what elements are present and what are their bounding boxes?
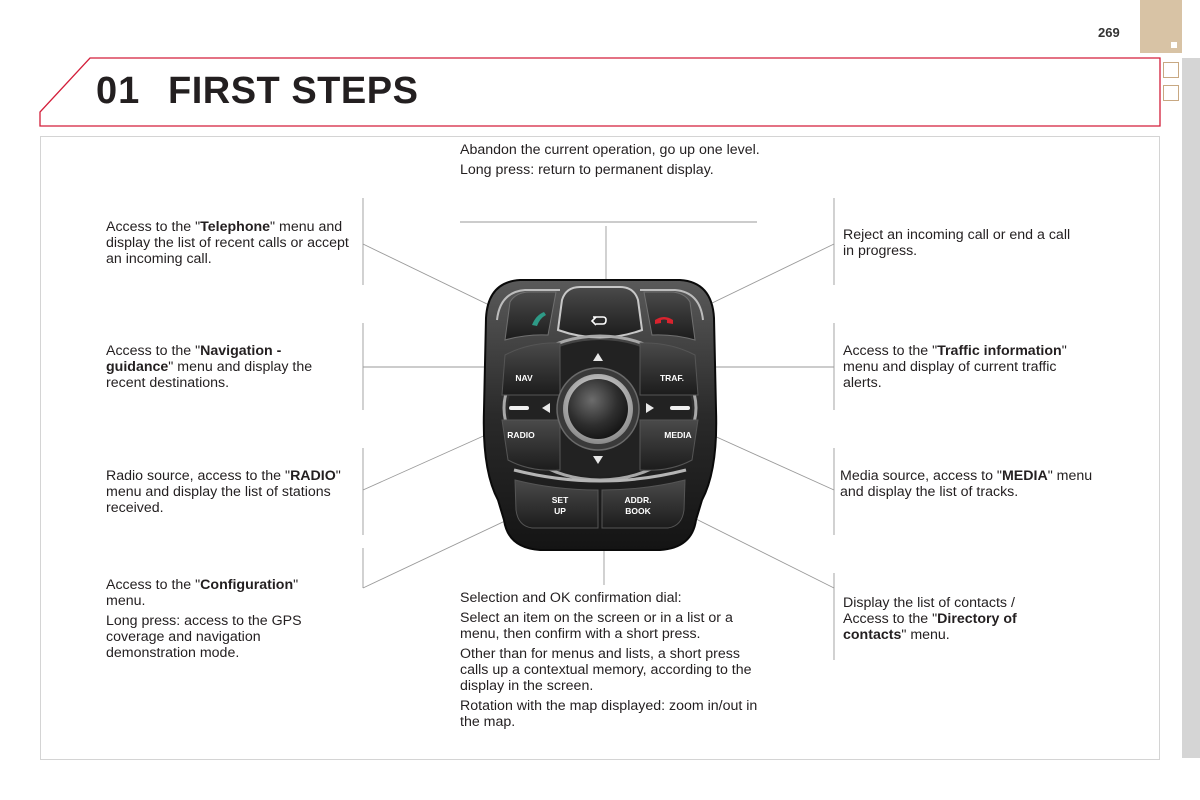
dial-description-line3: Other than for menus and lists, a short … (460, 646, 765, 694)
media-text-pre: Media source, access to " (840, 468, 1002, 484)
setup-label-line2: UP (554, 506, 566, 516)
reject-description: Reject an incoming call or end a call in… (843, 227, 1083, 259)
traffic-description: Access to the "Traffic information" menu… (843, 343, 1098, 391)
telephone-text-bold: Telephone (200, 219, 270, 235)
call-button[interactable] (505, 292, 556, 340)
back-description-line1: Abandon the current operation, go up one… (460, 142, 760, 158)
configuration-description: Access to the "Configuration" menu. Long… (106, 577, 336, 665)
contacts-text-post: " menu. (901, 627, 949, 643)
dial-description-line1: Selection and OK confirmation dial: (460, 590, 765, 606)
back-button[interactable] (558, 287, 642, 338)
contacts-description: Display the list of contacts / Access to… (843, 595, 1058, 643)
configuration-text-pre: Access to the " (106, 577, 200, 593)
back-description-line2: Long press: return to permanent display. (460, 162, 760, 178)
dial-description-line2: Select an item on the screen or in a lis… (460, 610, 765, 642)
media-text-bold: MEDIA (1002, 468, 1048, 484)
left-dash (509, 406, 529, 410)
radio-text-pre: Radio source, access to the " (106, 468, 290, 484)
nav-label: NAV (515, 373, 533, 383)
ok-dial[interactable] (557, 368, 639, 450)
navigation-description: Access to the "Navigation - guidance" me… (106, 343, 351, 391)
back-description: Abandon the current operation, go up one… (460, 142, 760, 182)
right-dash (670, 406, 690, 410)
traffic-text-pre: Access to the " (843, 343, 937, 359)
hangup-button[interactable] (644, 292, 695, 340)
address-book-label-line2: BOOK (625, 506, 651, 516)
traffic-text-bold: Traffic information (937, 343, 1062, 359)
telephone-text-pre: Access to the " (106, 219, 200, 235)
setup-label-line1: SET (552, 495, 569, 505)
radio-text-bold: RADIO (290, 468, 336, 484)
dial-description: Selection and OK confirmation dial: Sele… (460, 590, 765, 734)
radio-description: Radio source, access to the "RADIO" menu… (106, 468, 356, 516)
configuration-text-bold: Configuration (200, 577, 293, 593)
navigation-text-pre: Access to the " (106, 343, 200, 359)
dial-description-line4: Rotation with the map displayed: zoom in… (460, 698, 765, 730)
traffic-label: TRAF. (660, 373, 684, 383)
media-description: Media source, access to "MEDIA" menu and… (840, 468, 1095, 500)
configuration-longpress: Long press: access to the GPS coverage a… (106, 613, 336, 661)
address-book-label-line1: ADDR. (625, 495, 652, 505)
radio-label: RADIO (507, 430, 535, 440)
telephone-description: Access to the "Telephone" menu and displ… (106, 219, 356, 267)
media-label: MEDIA (664, 430, 691, 440)
